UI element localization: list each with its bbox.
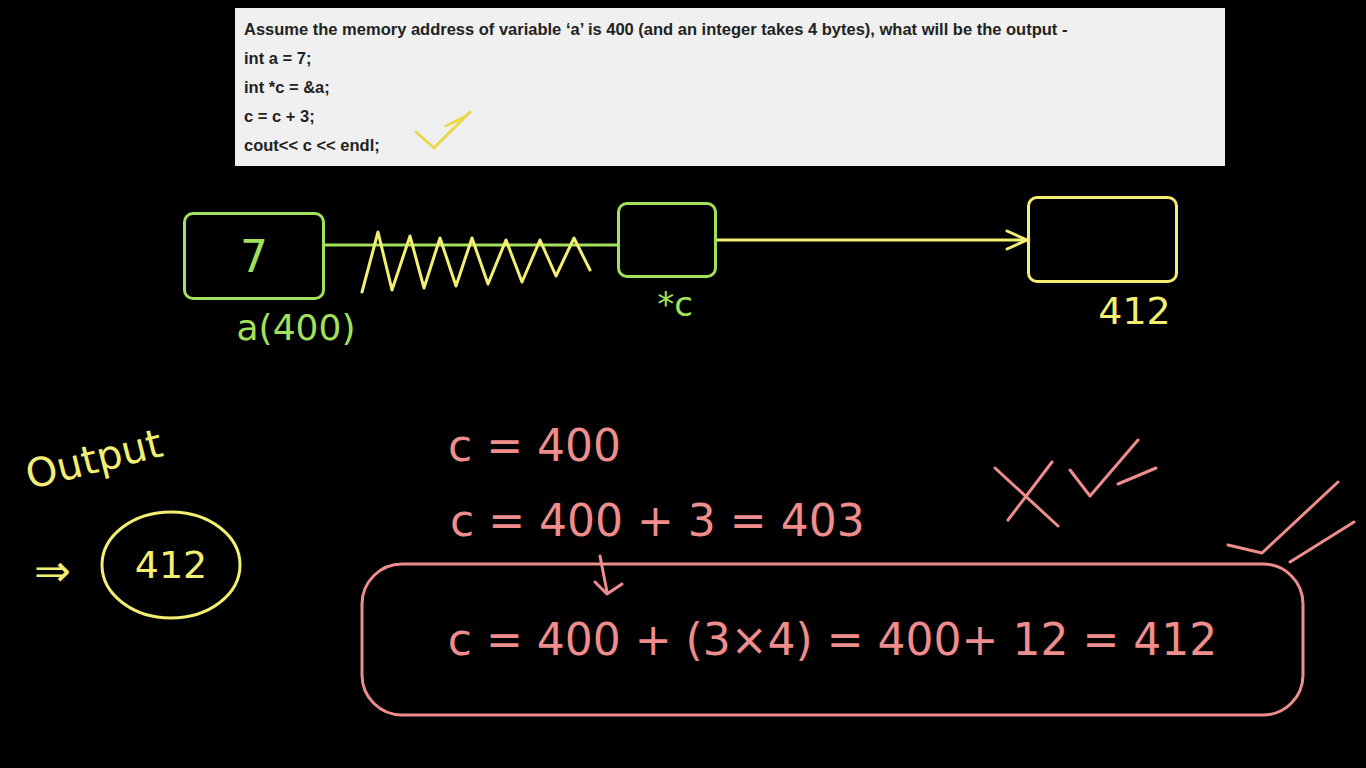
cell-label: a(400) bbox=[225, 306, 367, 349]
cross-mark bbox=[995, 462, 1058, 526]
equation-line: c = 400 bbox=[448, 420, 621, 471]
pointer-cell: *c bbox=[617, 202, 717, 325]
arrow-head bbox=[1007, 231, 1027, 249]
check-mark bbox=[1070, 440, 1156, 496]
connector bbox=[717, 231, 1027, 249]
answer-text: 412 bbox=[135, 543, 208, 587]
cell-label: 412 bbox=[1059, 289, 1210, 335]
connector-line bbox=[717, 239, 1027, 242]
implies-arrow: ⇒ bbox=[34, 545, 71, 596]
scribble-strike bbox=[362, 232, 590, 292]
circle-outline bbox=[102, 512, 240, 618]
cell-outline bbox=[617, 202, 717, 278]
output-label: Output bbox=[21, 420, 167, 498]
check-mark bbox=[1228, 482, 1354, 562]
cell-outline bbox=[1027, 196, 1178, 283]
code-line: int *c = &a; bbox=[244, 73, 1216, 102]
cell-outline: 7 bbox=[183, 212, 325, 300]
equation-line: c = 400 + 3 = 403 bbox=[450, 495, 865, 546]
down-arrow bbox=[595, 556, 622, 594]
cell-label: *c bbox=[625, 284, 725, 325]
check-mark bbox=[416, 112, 470, 148]
question-text: Assume the memory address of variable ‘a… bbox=[244, 15, 1216, 44]
code-line: c = c + 3; bbox=[244, 102, 1216, 131]
code-line: int a = 7; bbox=[244, 44, 1216, 73]
target-cell: 412 bbox=[1027, 196, 1178, 335]
box-outline bbox=[362, 564, 1303, 715]
cell-value: 7 bbox=[240, 231, 268, 282]
highlight-box: c = 400 + (3×4) = 400+ 12 = 412 bbox=[360, 562, 1305, 717]
answer-text: c = 400 + (3×4) = 400+ 12 = 412 bbox=[448, 614, 1218, 665]
question-panel: Assume the memory address of variable ‘a… bbox=[235, 8, 1225, 166]
code-line: cout<< c << endl; bbox=[244, 131, 1216, 160]
answer-circle: 412 bbox=[100, 510, 242, 620]
memory-cell: 7a(400) bbox=[183, 212, 325, 349]
